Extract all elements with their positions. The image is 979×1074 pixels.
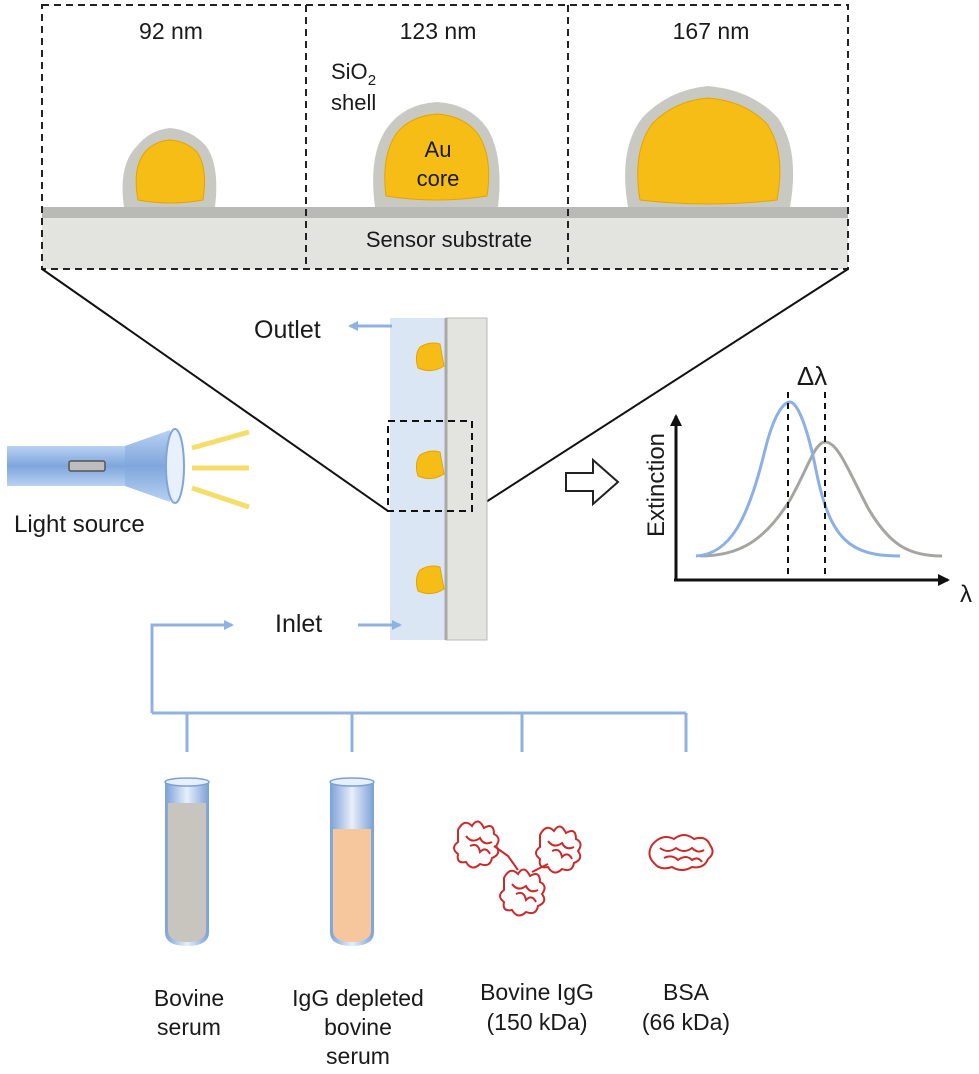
protein-igg-icon (453, 820, 582, 917)
shell-label-line2: shell (331, 90, 376, 115)
zoom-line-left (41, 268, 389, 512)
output-arrow-icon (565, 457, 620, 507)
nanoparticle-92nm (122, 128, 217, 207)
sensor-substrate (42, 217, 848, 269)
extinction-axis-label: Extinction (643, 433, 670, 537)
channel-particle-top (415, 342, 445, 372)
panels-frame (41, 4, 849, 270)
flow-cell-wall (445, 317, 488, 641)
inlet-label: Inlet (275, 610, 322, 638)
nanoparticle-167nm (625, 86, 794, 207)
size-label-92nm: 92 nm (139, 18, 203, 44)
extinction-plot: Δλ Extinction λ (643, 361, 972, 608)
light-source-label: Light source (14, 511, 145, 538)
outlet-label: Outlet (254, 316, 321, 344)
zoom-line-right (471, 268, 849, 512)
nanoparticle-panels: 92 nm 123 nm 167 nm SiO2 shell Au core S… (41, 4, 849, 270)
sample-label-igg-depleted-3: serum (326, 1043, 390, 1069)
shell-label: SiO2 (331, 59, 376, 89)
flashlight-icon (7, 428, 185, 504)
light-rays (191, 429, 250, 510)
sample-label-bovine-igg-2: (150 kDa) (487, 1009, 588, 1035)
sample-label-igg-depleted-2: bovine (324, 1014, 392, 1040)
spectrum-curve-initial (695, 400, 901, 558)
sample-label-bovine-serum-1: Bovine (154, 985, 224, 1011)
sample-label-bsa-1: BSA (663, 979, 710, 1005)
sample-label-bovine-igg-1: Bovine IgG (480, 979, 594, 1005)
sample-manifold (150, 620, 688, 752)
size-label-167nm: 167 nm (673, 18, 750, 44)
substrate-top-layer (42, 207, 848, 218)
flow-cell (387, 317, 488, 641)
wavelength-shift-label: Δλ (797, 361, 827, 391)
channel-particle-bottom (415, 565, 445, 595)
tube-bovine-serum (164, 777, 210, 946)
spectrum-curve-shifted (699, 440, 943, 558)
nanoparticle-123nm (373, 102, 500, 207)
tube-igg-depleted-serum (329, 777, 375, 946)
channel-particle-middle (415, 450, 445, 480)
sample-label-bsa-2: (66 kDa) (642, 1009, 730, 1035)
sample-label-bovine-serum-2: serum (157, 1014, 221, 1040)
zoom-region-box (387, 420, 473, 512)
substrate-label: Sensor substrate (366, 227, 532, 252)
protein-bsa-icon (648, 834, 714, 871)
sample-label-igg-depleted-1: IgG depleted (292, 985, 424, 1011)
core-label-line1: Au (425, 137, 452, 162)
size-label-123nm: 123 nm (400, 18, 477, 44)
core-label-line2: core (417, 166, 460, 191)
wavelength-axis-label: λ (960, 581, 972, 608)
